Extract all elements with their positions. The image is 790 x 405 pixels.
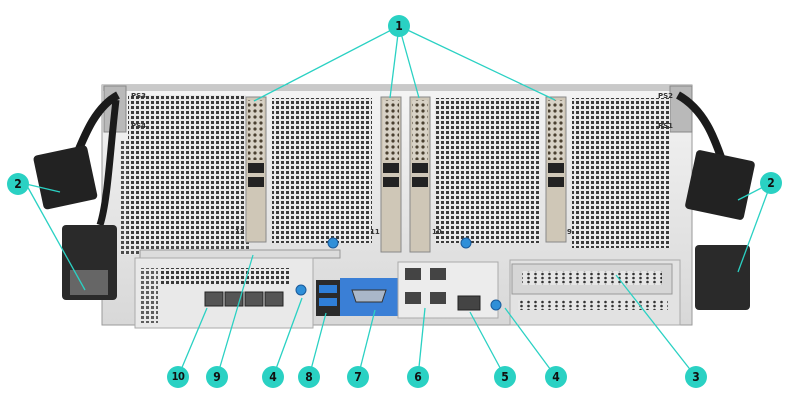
callout-2-right: 2 [760, 172, 782, 194]
expansion-card-11 [380, 96, 402, 253]
slot-label-10: 10 [432, 228, 442, 236]
vga-port [351, 289, 387, 303]
psu-label-ps1: PS1 [658, 122, 674, 130]
ocp-network-ports [204, 291, 284, 307]
lan-port-1 [405, 268, 421, 280]
callout-7: 7 [347, 366, 369, 388]
mgmt-lan-port [457, 295, 481, 311]
lan-port-2 [430, 268, 446, 280]
callout-2-left: 2 [7, 173, 29, 195]
callout-6: 6 [407, 366, 429, 388]
thumbscrew-upper-right [460, 237, 472, 249]
upper-vent-area [120, 95, 670, 255]
power-cord-left [33, 91, 121, 300]
slot-label-11: 11 [370, 228, 380, 236]
expansion-card-9 [545, 96, 567, 243]
callout-8: 8 [298, 366, 320, 388]
thumbscrew-upper-left [327, 237, 339, 249]
pcie-slot-vent [522, 271, 662, 285]
lower-module-row [134, 257, 681, 329]
callout-1: 1 [388, 15, 410, 37]
callout-9: 9 [206, 366, 228, 388]
slot-label-12: 12 [235, 228, 245, 236]
usb-port-2 [319, 298, 337, 306]
thumbscrew-pcie [490, 299, 502, 311]
callout-4-left: 4 [262, 366, 284, 388]
callout-4-right: 4 [545, 366, 567, 388]
psu-label-ps3: PS3 [131, 92, 147, 100]
callout-3: 3 [685, 366, 707, 388]
leader-lines [25, 25, 772, 378]
psu-label-ps4: PS4 [131, 122, 147, 130]
riser-bracket [139, 249, 341, 259]
slot-label-9: 9 [567, 228, 572, 236]
thumbscrew-ocp [295, 284, 307, 296]
callout-5: 5 [494, 366, 516, 388]
lan-port-4 [430, 292, 446, 304]
power-cord-right [675, 91, 755, 310]
usb-port-1 [319, 285, 337, 293]
expansion-cards [245, 96, 567, 253]
psu-label-ps2: PS2 [658, 92, 674, 100]
callout-10: 10 [167, 366, 189, 388]
lan-port-3 [405, 292, 421, 304]
expansion-card-12 [245, 96, 267, 243]
expansion-card-10 [409, 96, 431, 253]
